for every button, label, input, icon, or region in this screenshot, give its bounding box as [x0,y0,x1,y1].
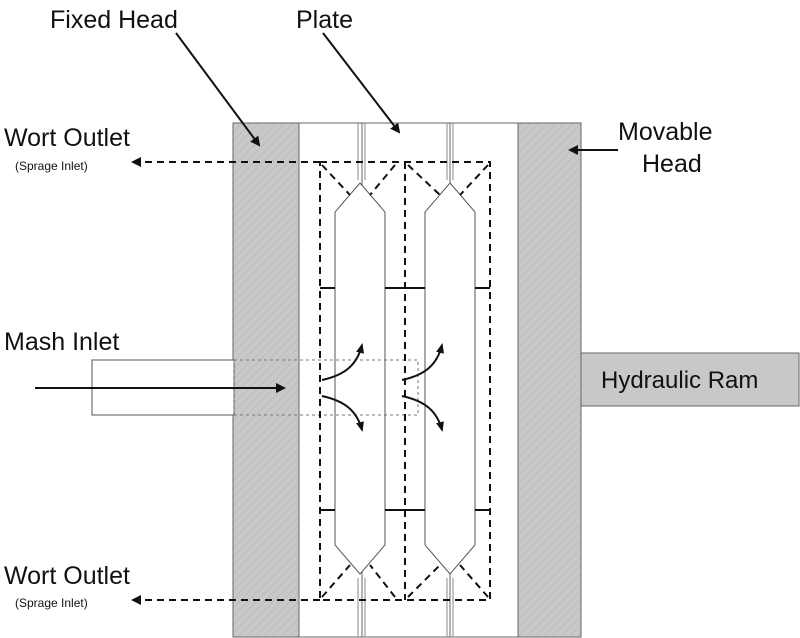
cavity-1 [334,182,386,575]
sparge-inlet-top-label: (Sprage Inlet) [15,159,88,173]
plate-label: Plate [296,6,353,34]
fixed-head [232,122,300,638]
cavity-2 [424,182,476,575]
fixed-head-leader [175,32,261,147]
flow-arrow-2-down [401,395,444,432]
flow-arrow-1-up [321,343,364,381]
mash-inlet-label: Mash Inlet [4,328,119,356]
sparge-inlet-bottom-label: (Sprage Inlet) [15,596,88,610]
flow-arrow-1-down [321,395,364,432]
hydraulic-ram [580,352,800,407]
movable-head-label-line2: Head [642,150,702,178]
wort-outlet-bottom-label: Wort Outlet [4,562,130,590]
hydraulic-ram-label: Hydraulic Ram [601,367,758,394]
plate-seams [357,123,454,637]
flow-arrow-2-up [401,343,444,381]
movable-head [517,122,582,638]
fixed-head-label: Fixed Head [50,6,178,34]
plate-leader [322,32,401,134]
wort-outlet-top-label: Wort Outlet [4,124,130,152]
dashed-frames [319,161,491,601]
movable-head-label-line1: Movable [618,118,713,146]
frame-ticks [320,287,490,511]
